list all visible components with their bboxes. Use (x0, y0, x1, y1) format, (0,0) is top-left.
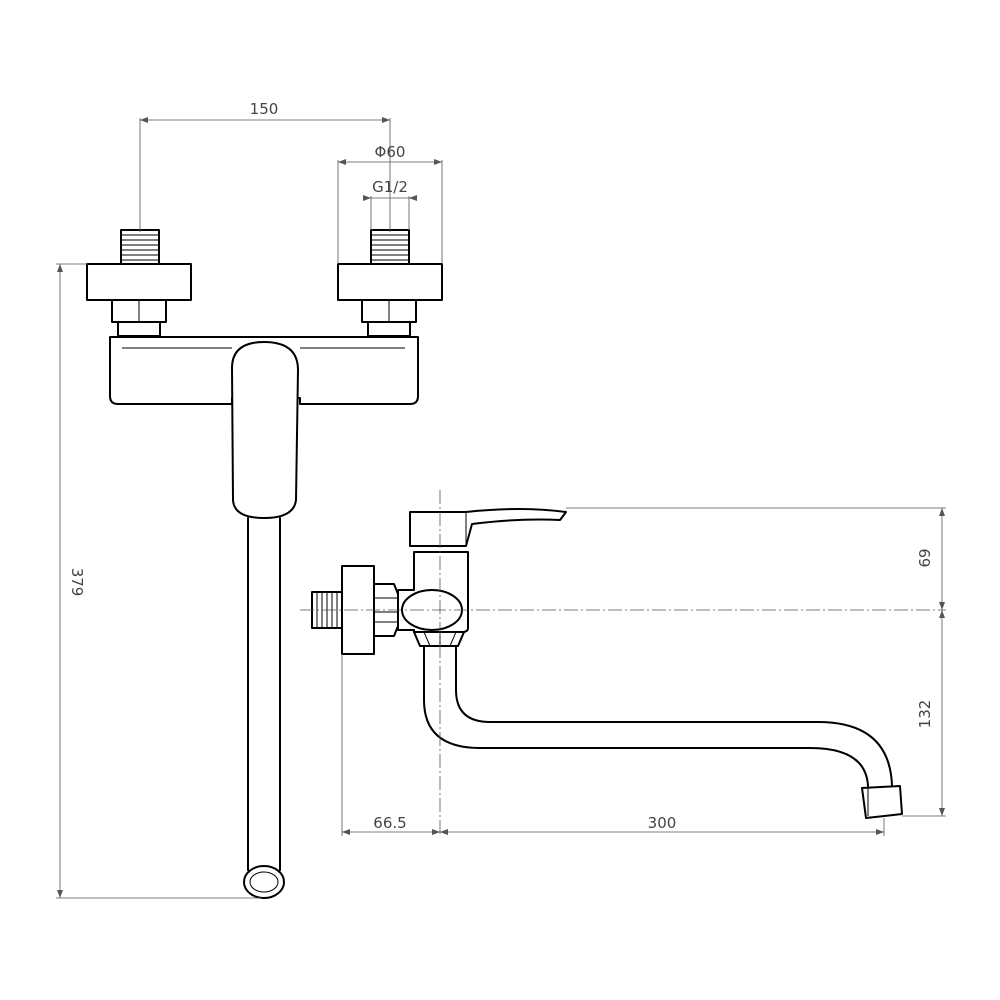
dim-label-69: 69 (916, 548, 934, 567)
right-flange (337, 263, 443, 301)
dim-label-132: 132 (916, 700, 934, 729)
spout-outer (423, 645, 869, 787)
spout-tip-front (243, 865, 285, 899)
left-flange (86, 263, 192, 301)
dim-label-150: 150 (250, 100, 279, 118)
dimension-labels: 150 Φ60 G1/2 379 69 132 66.5 300 (68, 100, 934, 832)
right-eccentric-connector (337, 229, 443, 337)
side-view (311, 508, 903, 819)
dim-label-diameter-60: Φ60 (375, 143, 406, 161)
dim-label-379: 379 (68, 568, 86, 597)
right-hex-nut (361, 299, 417, 323)
side-lever (409, 508, 567, 547)
side-aerator (861, 785, 903, 819)
dim-label-66-5: 66.5 (373, 814, 406, 832)
lever-handle (231, 341, 299, 519)
dim-label-300: 300 (648, 814, 677, 832)
mixer-body (109, 336, 419, 405)
left-union (117, 321, 161, 337)
dim-label-g12: G1/2 (372, 178, 408, 196)
left-hex-nut (111, 299, 167, 323)
dimensions (56, 117, 946, 899)
right-union (367, 321, 411, 337)
swivel-collar (413, 631, 465, 647)
spout-inner (455, 645, 893, 787)
front-view (86, 229, 443, 899)
spout-front (247, 517, 281, 871)
left-eccentric-connector (86, 229, 192, 337)
